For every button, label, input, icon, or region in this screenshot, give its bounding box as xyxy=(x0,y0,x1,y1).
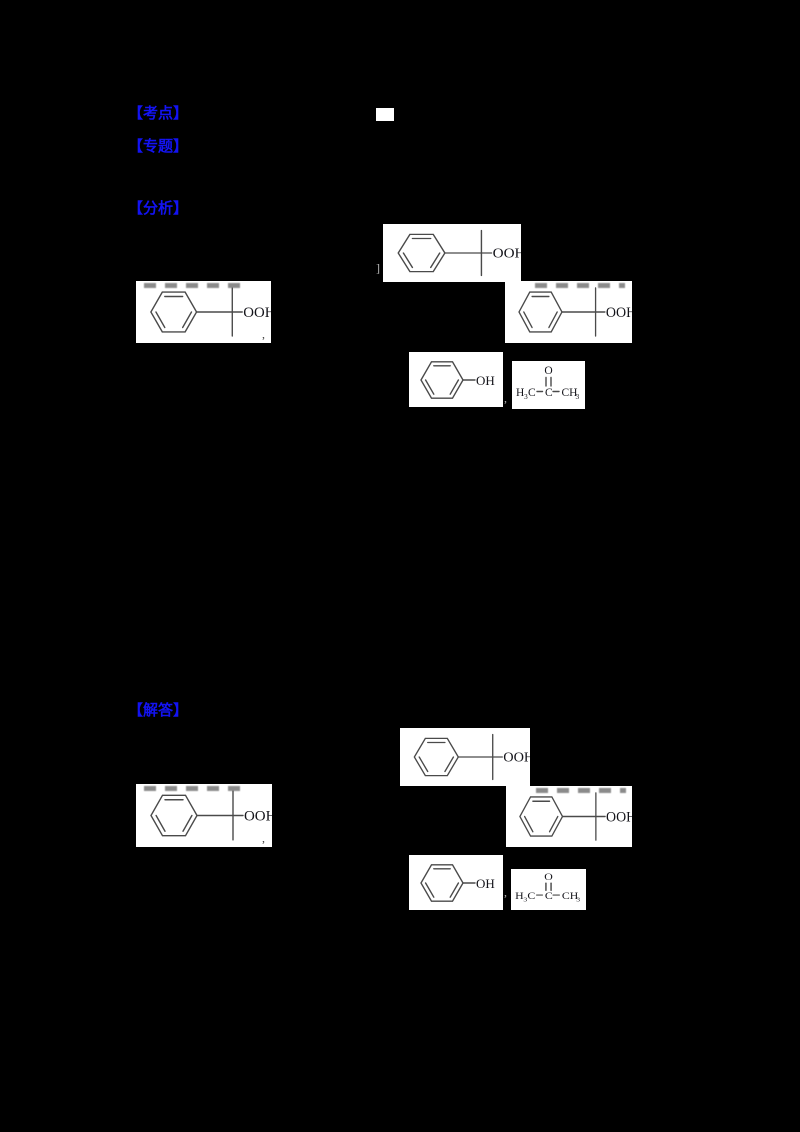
acetone-c: C xyxy=(527,891,535,902)
acetone-ch: CH xyxy=(562,891,579,902)
cumene-hydroperoxide-structure-image: OOH xyxy=(136,784,272,847)
benzene-ring xyxy=(420,864,464,902)
ghost-text-artifact xyxy=(144,786,244,791)
benzene-ring xyxy=(150,291,198,333)
stray-bracket-artifact: ] xyxy=(376,261,380,275)
phenol-structure-image: OH xyxy=(409,855,503,910)
ghost-text-artifact xyxy=(535,283,625,288)
acetone-h: H xyxy=(515,891,524,902)
hydroperoxide-label: OOH xyxy=(243,305,271,321)
double-bond-lines xyxy=(545,376,552,387)
benzene-ring xyxy=(413,737,460,777)
bond-lines xyxy=(457,733,503,781)
benzene-ring xyxy=(150,794,198,837)
benzene-ring xyxy=(397,233,446,273)
hydroperoxide-label: OOH xyxy=(606,305,632,322)
acetone-structure-image: O H 3 C C CH 3 xyxy=(511,869,586,910)
cumene-hydroperoxide-structure-image: OOH xyxy=(506,786,632,847)
ghost-text-artifact xyxy=(144,283,244,288)
hydroperoxide-label: OOH xyxy=(244,808,272,824)
section-label-answer: 【解答】 xyxy=(128,702,189,719)
cumene-hydroperoxide-structure-image: OOH xyxy=(400,728,530,786)
hydroperoxide-label: OOH xyxy=(503,750,530,766)
section-label-analysis: 【分析】 xyxy=(128,200,189,217)
hydroperoxide-label: OOH xyxy=(493,246,521,261)
benzene-ring xyxy=(518,291,563,333)
acetone-sub3: 3 xyxy=(524,392,528,401)
double-bond-lines xyxy=(545,882,552,891)
oxygen-label: O xyxy=(544,872,553,883)
acetone-ch: CH xyxy=(562,387,578,399)
hydroxyl-label: OH xyxy=(476,373,495,388)
benzene-ring xyxy=(519,796,564,837)
bond-lines xyxy=(195,287,243,337)
acetone-c: C xyxy=(528,387,536,399)
acetone-sub3: 3 xyxy=(523,896,527,903)
cumene-hydroperoxide-structure-image: OOH xyxy=(136,281,271,343)
hydroxyl-label: OH xyxy=(476,876,495,891)
bond-lines xyxy=(444,229,493,277)
inline-white-patch xyxy=(376,108,394,121)
cumene-hydroperoxide-structure-image: OOH xyxy=(383,224,521,282)
stray-comma-artifact: , xyxy=(262,831,265,845)
bond-lines xyxy=(196,790,244,841)
acetone-structure-image: O H 3 C C CH 3 xyxy=(512,361,585,409)
acetone-sub3: 3 xyxy=(576,392,580,401)
section-label-test-point: 【考点】 xyxy=(128,105,189,122)
acetone-sub3: 3 xyxy=(576,896,580,903)
bond-lines xyxy=(561,792,606,841)
benzene-ring xyxy=(420,361,464,399)
stray-comma-artifact: , xyxy=(262,327,265,341)
oxygen-label: O xyxy=(544,365,552,377)
ghost-text-artifact xyxy=(536,788,626,793)
section-label-topic: 【专题】 xyxy=(128,138,189,155)
phenol-structure-image: OH xyxy=(409,352,503,407)
acetone-c: C xyxy=(545,891,553,902)
acetone-c: C xyxy=(545,387,553,399)
cumene-hydroperoxide-structure-image: OOH xyxy=(505,281,632,343)
stray-comma-artifact: , xyxy=(504,885,507,899)
acetone-h: H xyxy=(516,387,524,399)
stray-comma-artifact: , xyxy=(504,391,507,405)
hydroperoxide-label: OOH xyxy=(606,809,632,825)
bond-lines xyxy=(561,287,606,337)
